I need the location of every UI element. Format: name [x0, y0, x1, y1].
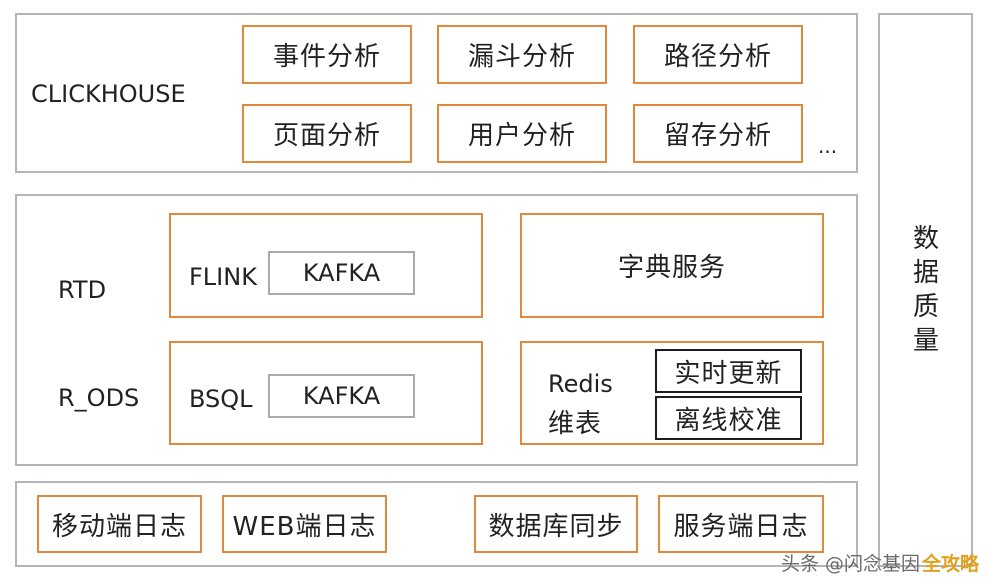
- sources-layer: [15, 481, 858, 567]
- data-quality-char-1: 数: [912, 224, 939, 254]
- rods-label: R_ODS: [58, 384, 140, 412]
- rtd-layer: [15, 194, 858, 466]
- source-web-logs: WEB端日志: [222, 495, 387, 553]
- more-modules-ellipsis: ...: [818, 134, 838, 158]
- bsql-label: BSQL: [189, 385, 253, 413]
- module-path-analysis[interactable]: 路径分析: [633, 25, 803, 84]
- redis-label: Redis: [548, 370, 613, 398]
- source-server-logs: 服务端日志: [658, 495, 824, 553]
- offline-calibration-box: 离线校准: [655, 396, 802, 440]
- module-funnel-analysis[interactable]: 漏斗分析: [437, 25, 607, 84]
- module-event-analysis[interactable]: 事件分析: [242, 25, 412, 84]
- flink-label: FLINK: [189, 263, 257, 291]
- watermark: 头条 @闪念基因全攻略: [781, 549, 979, 576]
- clickhouse-layer: [15, 13, 858, 173]
- rtd-label: RTD: [58, 276, 107, 304]
- data-quality-char-2: 据: [912, 258, 939, 288]
- clickhouse-label: CLICKHOUSE: [31, 80, 186, 108]
- source-database-sync: 数据库同步: [474, 495, 638, 553]
- flink-box: [169, 213, 483, 318]
- bsql-box: [169, 341, 483, 445]
- bsql-kafka-source: KAFKA: [268, 374, 415, 418]
- data-quality-label: 数 据 质 量: [906, 222, 946, 358]
- dimension-table-label: 维表: [548, 409, 603, 439]
- module-user-analysis[interactable]: 用户分析: [437, 104, 607, 163]
- redis-dimension-box: [520, 341, 824, 445]
- data-quality-column: [878, 13, 973, 567]
- source-mobile-logs: 移动端日志: [37, 495, 202, 553]
- module-retention-analysis[interactable]: 留存分析: [633, 104, 803, 163]
- watermark-brand: 全攻略: [921, 553, 979, 575]
- module-page-analysis[interactable]: 页面分析: [242, 104, 412, 163]
- watermark-text: 头条 @闪念基因: [780, 553, 920, 575]
- data-quality-char-4: 量: [912, 326, 939, 356]
- dictionary-service-box: 字典服务: [520, 213, 824, 318]
- realtime-update-box: 实时更新: [655, 349, 802, 393]
- data-quality-char-3: 质: [912, 292, 939, 322]
- flink-kafka-source: KAFKA: [268, 251, 415, 295]
